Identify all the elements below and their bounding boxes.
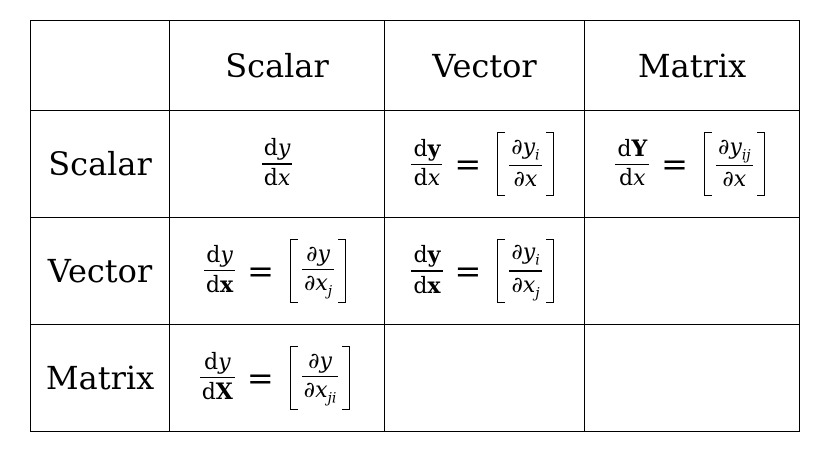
row-header-matrix: Matrix xyxy=(30,324,170,432)
lhs-fraction: dY dx xyxy=(615,135,650,192)
equals-sign: = xyxy=(454,252,482,290)
equals-sign: = xyxy=(661,145,688,183)
column-header-scalar: Scalar xyxy=(169,20,385,111)
bracketed-partial: ∂yi ∂x xyxy=(493,132,557,196)
equals-sign: = xyxy=(454,145,482,183)
column-header-vector: Vector xyxy=(384,20,585,111)
equals-sign: = xyxy=(246,359,274,397)
table-row-vector: Vector dy dx = ∂y ∂xj xyxy=(30,217,800,325)
bracketed-partial: ∂yij ∂x xyxy=(700,132,769,196)
lhs-fraction: dy dx xyxy=(411,135,443,192)
lhs-fraction: dy dx xyxy=(261,136,293,191)
cell-vector-matrix xyxy=(584,217,800,325)
table-row-scalar: Scalar dy dx dy dx = xyxy=(30,110,800,218)
cell-scalar-scalar: dy dx xyxy=(169,110,385,218)
table-row-matrix: Matrix dy dX = ∂y ∂xji xyxy=(30,324,800,432)
header-row: Scalar Vector Matrix xyxy=(30,20,800,111)
bracketed-partial: ∂y ∂xj xyxy=(286,239,350,303)
corner-cell xyxy=(30,20,170,111)
cell-scalar-vector: dy dx = ∂yi ∂x xyxy=(384,110,585,218)
bracketed-partial: ∂y ∂xji xyxy=(286,346,355,410)
lhs-fraction: dy dx xyxy=(411,242,443,299)
lhs-fraction: dy dx xyxy=(203,242,236,299)
cell-scalar-matrix: dY dx = ∂yij ∂x xyxy=(584,110,800,218)
equals-sign: = xyxy=(247,252,274,290)
derivative-layout-table: Scalar Vector Matrix Scalar dy dx dy dx xyxy=(30,20,800,432)
cell-vector-scalar: dy dx = ∂y ∂xj xyxy=(169,217,385,325)
row-header-scalar: Scalar xyxy=(30,110,170,218)
cell-vector-vector: dy dx = ∂yi ∂xj xyxy=(384,217,585,325)
bracketed-partial: ∂yi ∂xj xyxy=(493,239,557,303)
cell-matrix-matrix xyxy=(584,324,800,432)
cell-matrix-vector xyxy=(384,324,585,432)
column-header-matrix: Matrix xyxy=(584,20,800,111)
cell-matrix-scalar: dy dX = ∂y ∂xji xyxy=(169,324,385,432)
row-header-vector: Vector xyxy=(30,217,170,325)
lhs-fraction: dy dX xyxy=(199,349,235,406)
